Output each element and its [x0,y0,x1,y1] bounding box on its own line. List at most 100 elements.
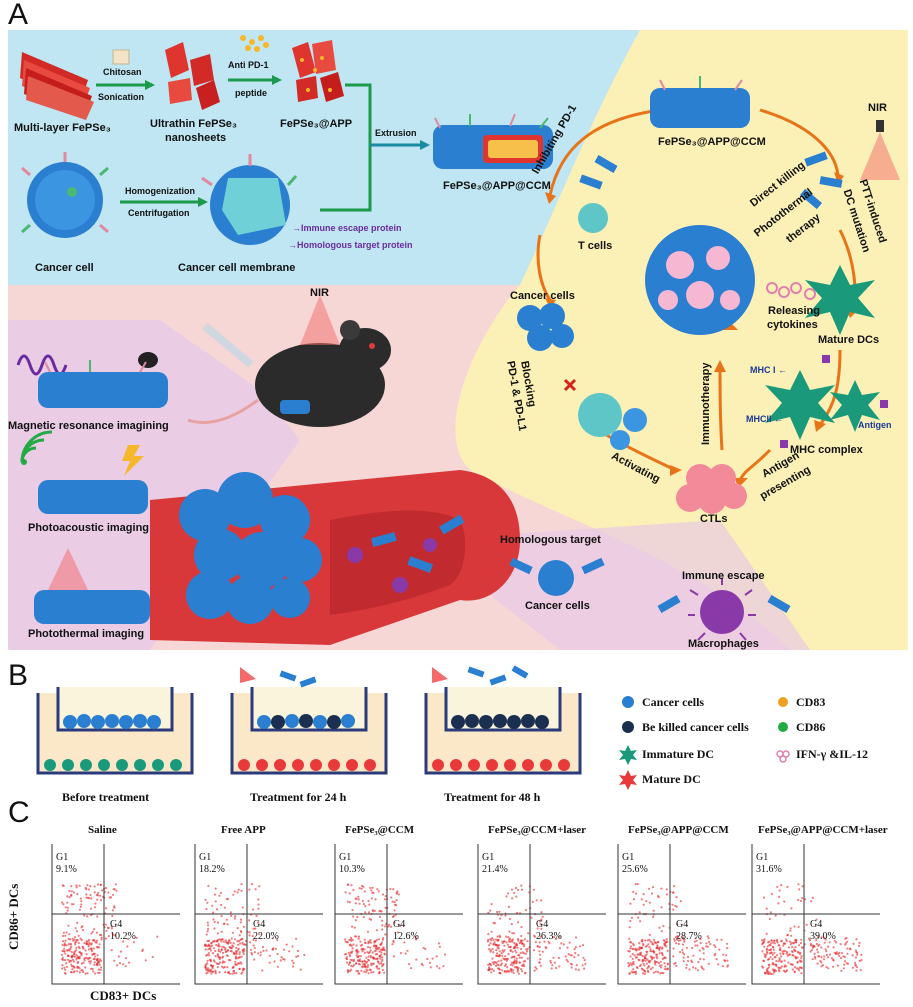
flow-plots [51,844,880,985]
label-immune-escape-protein: →Immune escape protein [292,223,402,233]
legend-killed-cells: Be killed cancer cells [642,720,749,734]
syringe-icon [202,322,254,368]
label-homogenization: Homogenization [125,186,195,196]
cycle-arrows [536,108,857,481]
label-anti-pd1: Anti PD-1 [228,60,269,70]
flow-plot-3 [334,844,463,985]
label-extrusion: Extrusion [375,128,417,138]
label-chitosan: Chitosan [103,67,142,77]
g4-label-5: G4 [676,919,689,930]
g4-value-6: 39.0% [810,931,836,942]
g4-value-3: 12.6% [393,931,419,942]
tumor-cluster-icon [645,225,755,335]
chitosan-icon [112,49,130,65]
g4-label-4: G4 [536,919,549,930]
g4-label-6: G4 [810,919,823,930]
label-fepse3-app: FePSe₃@APP [280,118,353,130]
mature-dc-icon [805,265,875,335]
panel-a: A [8,0,908,650]
legend-ifn-il12: IFN-γ &IL-12 [796,747,868,761]
label-target-cancer-cells: Cancer cells [525,600,590,612]
well-before [36,687,194,775]
g4-label-1: G4 [110,919,123,930]
g1-label-6: G1 [756,852,769,863]
lightning-icon [122,445,144,476]
photothermal-beam-icon [48,548,88,590]
flow-plot-2 [194,844,323,985]
mhc-complex-dc-icon [765,355,888,448]
legend-cd83: CD83 [796,695,826,709]
pti-particle-icon [34,590,150,624]
peptide-icon [240,35,269,52]
nanosheets-icon [165,42,220,110]
label-releasing: Releasing [768,305,820,317]
plot-title-4: FePSe₃@CCM+laser [488,824,586,836]
label-immunotherapy: Immunotherapy [700,362,712,445]
g1-value-2: 18.2% [199,864,225,875]
label-mouse-nir: NIR [310,287,329,299]
legend-immature-dc: Immature DC [642,747,715,761]
panel-b-letter: B [8,659,29,692]
g1-value-3: 10.3% [339,864,365,875]
pai-particle-icon [38,480,148,514]
g4-value-4: 26.3% [536,931,562,942]
released-nanosheets-icon [579,151,843,210]
label-centrifugation: Centrifugation [128,208,190,218]
label-cycle-nir: NIR [868,102,887,114]
label-fepse3-app-ccm: FePSe₃@APP@CCM [443,180,551,192]
g1-label-5: G1 [622,852,635,863]
flow-plot-5 [617,844,746,985]
macrophage-icon [657,578,791,641]
label-mhc1: MHC I ← [750,365,788,375]
label-macrophages: Macrophages [688,638,759,650]
mouse-nir-beam-icon [300,295,340,345]
panel-c-letter: C [8,796,30,829]
label-cancer-cell: Cancer cell [35,262,94,274]
panel-b: B Before treatmen [0,655,913,810]
label-ctls: CTLs [700,513,728,525]
plot-title-6: FePSe₃@APP@CCM+laser [758,824,888,836]
label-multilayer: Multi-layer FePSe₃ [14,122,111,134]
mouse-icon [187,320,391,427]
g4-label-3: G4 [393,919,406,930]
label-nanosheets-line1: Ultrathin FePSe₃ [150,118,237,130]
cytokines-icon [766,282,816,300]
fepse3-app-icon [292,40,344,102]
cancer-cell-membrane-icon [201,154,298,245]
label-homologous-target-protein: →Homologous target protein [288,240,413,250]
label-immune-escape: Immune escape [682,570,765,582]
nir-laser-icon [860,120,900,180]
multilayer-fepse3-icon [20,52,94,120]
mri-particle-icon [38,360,168,408]
flow-plot-6 [751,844,880,985]
cycle-particle-icon [650,76,750,128]
flow-plot-4 [477,844,606,985]
g4-value-1: 10.2% [110,931,136,942]
panel-a-background [8,30,908,650]
g1-value-1: 9.1% [56,864,77,875]
label-nanosheets-line2: nanosheets [165,132,227,144]
well-label-48h: Treatment for 48 h [444,790,541,804]
plot-title-5: FePSe₃@APP@CCM [628,824,729,836]
t-cell-binding-icon [563,378,647,450]
homologous-cancer-cell-icon [509,557,605,596]
label-mhc2: MHCII ← [746,414,784,424]
label-cycle-cancer-cells: Cancer cells [510,290,575,302]
t-cell-icon [578,203,608,233]
label-cycle-center: FePSe₃@APP@CCM [658,136,766,148]
label-t-cells: T cells [578,240,613,252]
well-label-before: Before treatment [62,790,150,804]
cancer-cells-cluster-icon [517,303,574,351]
label-sonication: Sonication [98,92,145,102]
g1-label-2: G1 [199,852,212,863]
g1-label-1: G1 [56,852,69,863]
legend-markers [619,696,790,790]
tumor-mass-icon [179,472,322,624]
label-membrane: Cancer cell membrane [178,262,296,274]
fepse3-app-ccm-particle-icon [433,113,553,169]
g4-label-2: G4 [253,919,266,930]
cancer-cell-icon [21,152,109,238]
flow-plot-1 [51,844,180,985]
label-mature-dcs: Mature DCs [818,334,880,346]
